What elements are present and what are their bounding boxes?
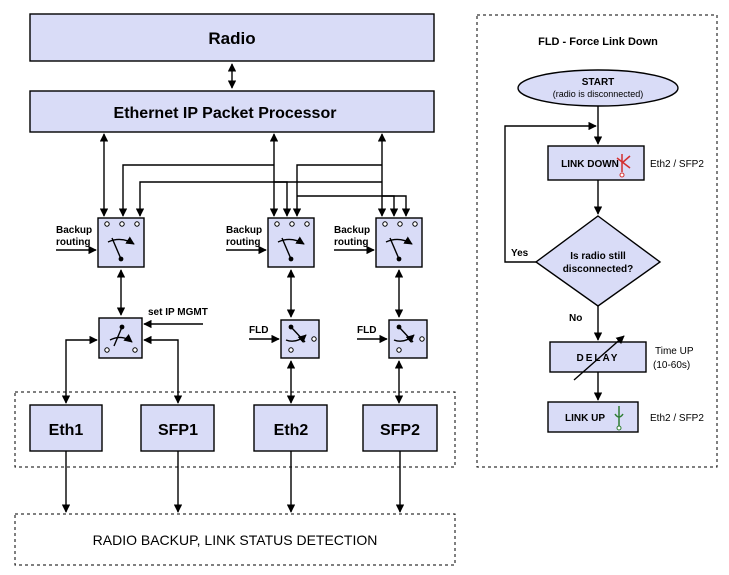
backup-switch-1 bbox=[97, 217, 145, 268]
bus-line bbox=[274, 181, 292, 217]
yes-label: Yes bbox=[511, 248, 529, 259]
time-up-range: (10-60s) bbox=[653, 360, 690, 371]
fld-switch-eth2 bbox=[280, 319, 320, 359]
radio-label: Radio bbox=[208, 29, 255, 48]
packet-processor-block bbox=[29, 90, 435, 133]
connector bbox=[143, 335, 183, 404]
decision-label: Is radio still bbox=[570, 251, 626, 262]
link-down-box bbox=[547, 145, 645, 181]
start-node bbox=[517, 69, 679, 107]
port-eth1-label: Eth1 bbox=[49, 422, 84, 439]
port-sfp1 bbox=[140, 404, 215, 452]
detection-label: RADIO BACKUP, LINK STATUS DETECTION bbox=[93, 532, 378, 548]
backup-routing-label: Backup bbox=[226, 225, 262, 236]
ports-group bbox=[14, 391, 456, 468]
link-up-box bbox=[547, 401, 639, 433]
delay-label: DELAY bbox=[577, 353, 620, 364]
connector bbox=[61, 335, 98, 404]
no-label: No bbox=[569, 313, 582, 324]
backup-routing-label: routing bbox=[56, 237, 90, 248]
link-down-ports: Eth2 / SFP2 bbox=[650, 159, 704, 170]
bus-line bbox=[135, 181, 382, 217]
link-up-ports: Eth2 / SFP2 bbox=[650, 413, 704, 424]
mgmt-switch bbox=[98, 317, 143, 359]
yes-loop bbox=[504, 121, 597, 263]
link-down-icon bbox=[616, 154, 631, 178]
port-sfp2-label: SFP2 bbox=[380, 422, 420, 439]
backup-routing-label: routing bbox=[226, 237, 260, 248]
fld-title: FLD - Force Link Down bbox=[538, 36, 658, 48]
start-sublabel: (radio is disconnected) bbox=[553, 89, 644, 99]
set-ip-mgmt-label: set IP MGMT bbox=[148, 307, 208, 318]
bus-line bbox=[382, 195, 399, 217]
bus-line bbox=[118, 164, 274, 217]
fld-switch-sfp2 bbox=[388, 319, 428, 359]
fld-label: FLD bbox=[357, 325, 376, 336]
backup-switch-3 bbox=[375, 217, 423, 268]
port-sfp1-label: SFP1 bbox=[158, 422, 198, 439]
delay-indicator bbox=[573, 335, 625, 381]
backup-switch-2 bbox=[267, 217, 315, 268]
fld-flowchart-panel bbox=[476, 14, 718, 468]
link-up-icon bbox=[614, 406, 624, 431]
radio-block bbox=[29, 13, 435, 62]
link-up-label: LINK UP bbox=[565, 413, 605, 424]
detection-box bbox=[14, 513, 456, 566]
port-eth1 bbox=[29, 404, 103, 452]
start-label: START bbox=[582, 77, 615, 88]
bus-line bbox=[292, 164, 382, 217]
bus-line bbox=[297, 195, 411, 217]
fld-label: FLD bbox=[249, 325, 268, 336]
delay-box bbox=[549, 341, 647, 373]
backup-routing-label: Backup bbox=[56, 225, 92, 236]
port-eth2 bbox=[253, 404, 328, 452]
link-down-label: LINK DOWN bbox=[561, 159, 619, 170]
backup-routing-label: Backup bbox=[334, 225, 370, 236]
backup-routing-label: routing bbox=[334, 237, 368, 248]
port-sfp2 bbox=[362, 404, 438, 452]
decision-label: disconnected? bbox=[563, 264, 634, 275]
packet-processor-label: Ethernet IP Packet Processor bbox=[114, 105, 337, 122]
time-up-label: Time UP bbox=[655, 346, 694, 357]
port-eth2-label: Eth2 bbox=[274, 422, 309, 439]
